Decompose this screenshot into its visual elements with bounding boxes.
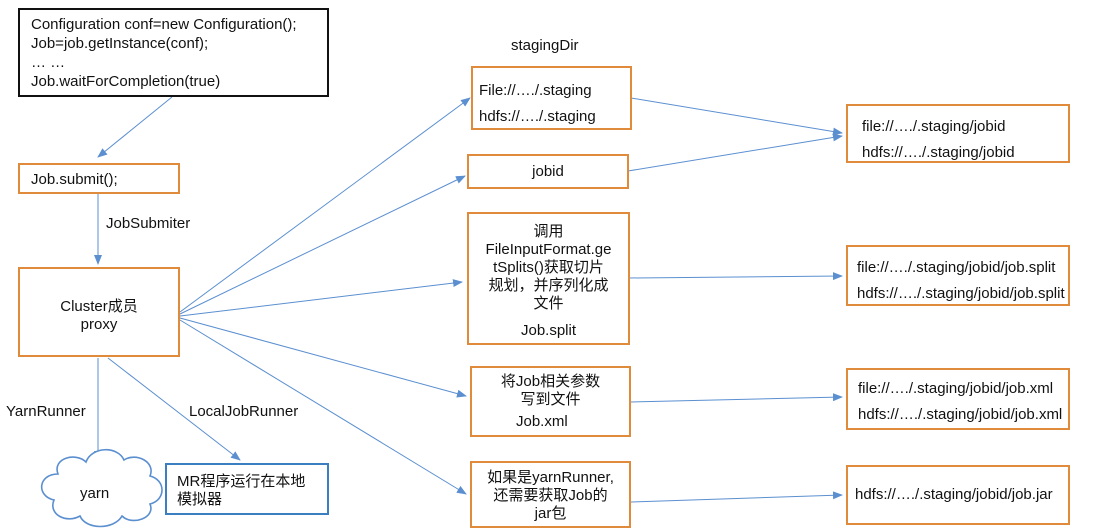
out-split-box: file://…./.staging/jobid/job.split hdfs:…: [846, 245, 1070, 306]
cluster-label-line1: Cluster成员: [60, 298, 138, 315]
code-line-2: Job=job.getInstance(conf);: [31, 35, 209, 52]
code-line-4: Job.waitForCompletion(true): [31, 73, 221, 90]
arrow-cluster-to-jobid: [179, 175, 466, 315]
xml-line1: 将Job相关参数: [500, 373, 601, 390]
out-jobid-box: file://…./.staging/jobid hdfs://…./.stag…: [846, 104, 1070, 163]
out-jar-line1: hdfs://…./.staging/jobid/job.jar: [855, 486, 1053, 503]
out-jobid-line1: file://…./.staging/jobid: [862, 118, 1006, 135]
out-xml-box: file://…./.staging/jobid/job.xml hdfs://…: [846, 368, 1070, 430]
local-box-line1: MR程序运行在本地: [177, 473, 306, 490]
xml-line2: 写到文件: [520, 391, 581, 408]
out-jar-box: hdfs://…./.staging/jobid/job.jar: [846, 465, 1070, 525]
split-line1: 调用: [533, 223, 564, 240]
yarn-cloud-label: yarn: [80, 485, 110, 502]
out-jobid-line2: hdfs://…./.staging/jobid: [862, 144, 1015, 161]
staging-box: File://…./.staging hdfs://…./.staging: [471, 66, 632, 130]
split-line6: Job.split: [520, 322, 577, 339]
submit-box: Job.submit();: [18, 163, 180, 194]
out-split-line1: file://…./.staging/jobid/job.split: [857, 259, 1056, 276]
out-xml-line1: file://…./.staging/jobid/job.xml: [858, 380, 1054, 397]
arrow-cluster-to-local: [107, 357, 241, 461]
yarn-cloud: [40, 448, 163, 528]
local-runner-box: MR程序运行在本地 模拟器: [165, 463, 329, 515]
arrow-cluster-to-jar: [179, 319, 467, 495]
arrow-cluster-to-xml: [179, 317, 467, 398]
jar-line1: 如果是yarnRunner,: [487, 469, 614, 486]
xml-box: 将Job相关参数 写到文件 Job.xml: [470, 366, 631, 437]
split-line5: 文件: [533, 295, 564, 312]
job-submitter-label: JobSubmiter: [106, 215, 191, 232]
jar-line2: 还需要获取Job的: [493, 487, 608, 504]
jobid-box: jobid: [467, 154, 629, 189]
cluster-box: Cluster成员 proxy: [18, 267, 180, 357]
arrow-cluster-to-staging: [179, 97, 471, 313]
jar-line3: jar包: [534, 505, 567, 522]
arrow-xml-to-out-xml: [630, 393, 843, 403]
out-xml-line2: hdfs://…./.staging/jobid/job.xml: [858, 406, 1063, 423]
arrow-jobid-to-out-jobid: [627, 133, 843, 172]
staging-dir-label: stagingDir: [511, 37, 579, 54]
split-line3: tSplits()获取切片: [493, 259, 604, 276]
split-box: 调用 FileInputFormat.ge tSplits()获取切片 规划，并…: [467, 212, 630, 345]
xml-line3: Job.xml: [516, 413, 568, 430]
jar-box: 如果是yarnRunner, 还需要获取Job的 jar包: [470, 461, 631, 528]
jobid-label: jobid: [532, 163, 564, 180]
arrow-code-to-submit: [97, 96, 173, 158]
arrow-staging-to-out-jobid: [630, 97, 843, 136]
local-box-line2: 模拟器: [177, 491, 223, 508]
arrow-split-to-out-split: [628, 272, 843, 281]
code-line-1: Configuration conf=new Configuration();: [31, 16, 297, 33]
out-split-line2: hdfs://…./.staging/jobid/job.split: [857, 285, 1065, 302]
submit-label: Job.submit();: [31, 171, 118, 188]
staging-line2: hdfs://…./.staging: [479, 108, 596, 125]
staging-line1: File://…./.staging: [479, 82, 592, 99]
arrow-cluster-to-split: [179, 279, 463, 317]
arrow-jar-to-out-jar: [630, 491, 843, 503]
local-runner-label: LocalJobRunner: [189, 403, 299, 420]
split-line2: FileInputFormat.ge: [485, 241, 612, 258]
yarn-runner-label: YarnRunner: [6, 403, 86, 420]
code-line-3: … …: [31, 54, 66, 71]
split-line4: 规划，并序列化成: [488, 277, 609, 294]
code-box: Configuration conf=new Configuration(); …: [18, 8, 329, 97]
cluster-label-line2: proxy: [80, 316, 118, 333]
